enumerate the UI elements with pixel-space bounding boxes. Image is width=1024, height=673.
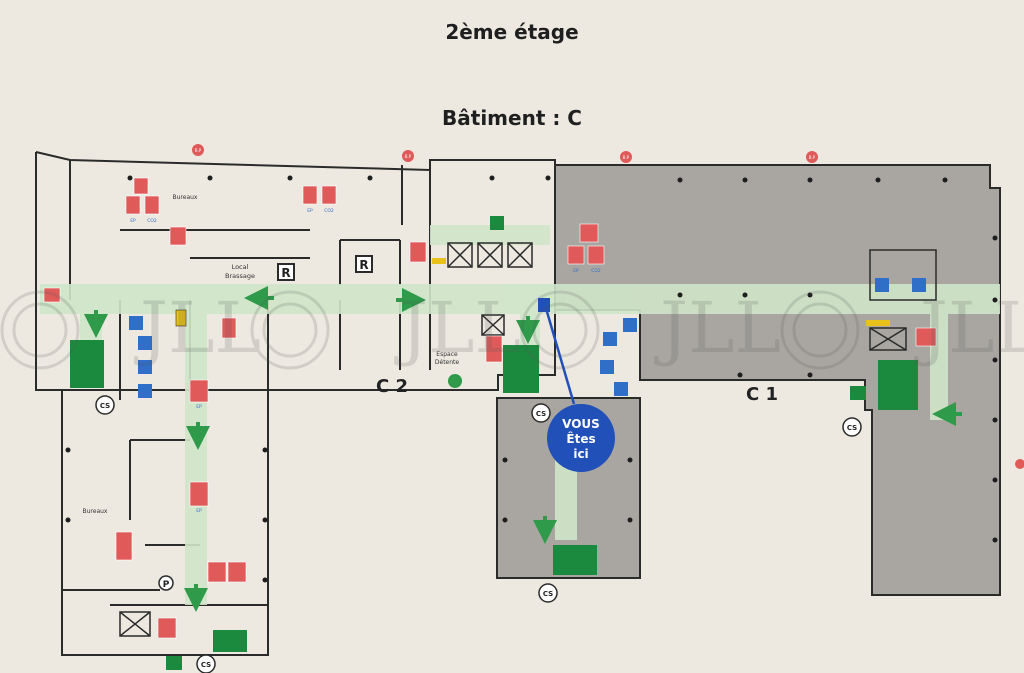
- aed-icon: [448, 374, 462, 388]
- assembly-points: [95, 395, 862, 673]
- you-are-here-marker: [547, 404, 615, 472]
- signage-strip-small-icon: [432, 258, 446, 264]
- bp-label-3: B.P: [623, 155, 630, 160]
- ep-label-3: EP: [573, 268, 579, 274]
- wing-label-c1: C 1: [746, 384, 778, 405]
- room-r-box-2: [355, 255, 373, 273]
- you-are-here-line3: ici: [573, 447, 588, 461]
- ep-label-2: EP: [307, 208, 313, 214]
- svg-text:JLL: JLL: [134, 287, 261, 369]
- stair-southwest: [213, 630, 247, 652]
- you-are-here-pin: [538, 298, 550, 312]
- stair-south: [553, 545, 597, 575]
- svg-text:JLL: JLL: [914, 287, 1024, 369]
- warning-sign-icon: [175, 309, 187, 327]
- bp-markers: [192, 144, 1024, 469]
- assembly-label-1: CS: [100, 402, 110, 410]
- jll-watermark-logo: JLL JLL JLL JLL: [0, 287, 1024, 370]
- local-brassage-label-2: Brassage: [225, 272, 255, 280]
- room-r-box-1: [277, 263, 295, 281]
- bp-label-2: B.P: [405, 154, 412, 159]
- room-r-label-1: R: [281, 266, 290, 280]
- parking-p-label: P: [163, 580, 170, 590]
- bp-label-4: B.P: [809, 155, 816, 160]
- espace-detente-label-1: Espace: [436, 351, 458, 358]
- assembly-label-2: CS: [536, 410, 546, 418]
- local-brassage-label-1: Local: [232, 263, 249, 271]
- bp-label-1: B.P: [195, 148, 202, 153]
- restroom-icons: [129, 216, 926, 670]
- wing-label-c2: C 2: [376, 376, 408, 397]
- assembly-label-5: CS: [201, 661, 211, 669]
- stair-center: [503, 345, 539, 393]
- co2-label-2: CO2: [324, 208, 334, 214]
- offices-label-bottom: Bureaux: [83, 508, 108, 515]
- you-are-here-pointer: [543, 304, 576, 405]
- ep-label-5: EP: [196, 508, 202, 514]
- evacuation-routes: [40, 225, 1000, 605]
- ep-label-1: EP: [130, 218, 136, 224]
- elevators: [119, 242, 937, 637]
- building-title: Bâtiment : C: [442, 106, 582, 130]
- stair-east: [878, 360, 918, 410]
- fire-extinguishers: [43, 177, 937, 639]
- co2-label-1: CO2: [147, 218, 157, 224]
- assembly-label-3: CS: [543, 590, 553, 598]
- exit-arrows: [84, 286, 962, 612]
- ep-label-4: EP: [196, 404, 202, 410]
- svg-text:JLL: JLL: [394, 287, 521, 369]
- co2-label-3: CO2: [591, 268, 601, 274]
- svg-text:JLL: JLL: [654, 287, 781, 369]
- stairwells: [70, 340, 918, 652]
- you-are-here-line2: Êtes: [566, 431, 595, 446]
- stair-west: [70, 340, 104, 388]
- parking-p-circle: [158, 575, 174, 591]
- signage-strip-icon: [866, 320, 890, 326]
- assembly-label-4: CS: [847, 424, 857, 432]
- espace-detente-label-2: Détente: [435, 359, 460, 366]
- floor-title: 2ème étage: [445, 20, 579, 44]
- columns: [65, 175, 998, 583]
- room-r-label-2: R: [359, 258, 368, 272]
- offices-label-top: Bureaux: [173, 194, 198, 201]
- you-are-here-line1: VOUS: [562, 417, 600, 431]
